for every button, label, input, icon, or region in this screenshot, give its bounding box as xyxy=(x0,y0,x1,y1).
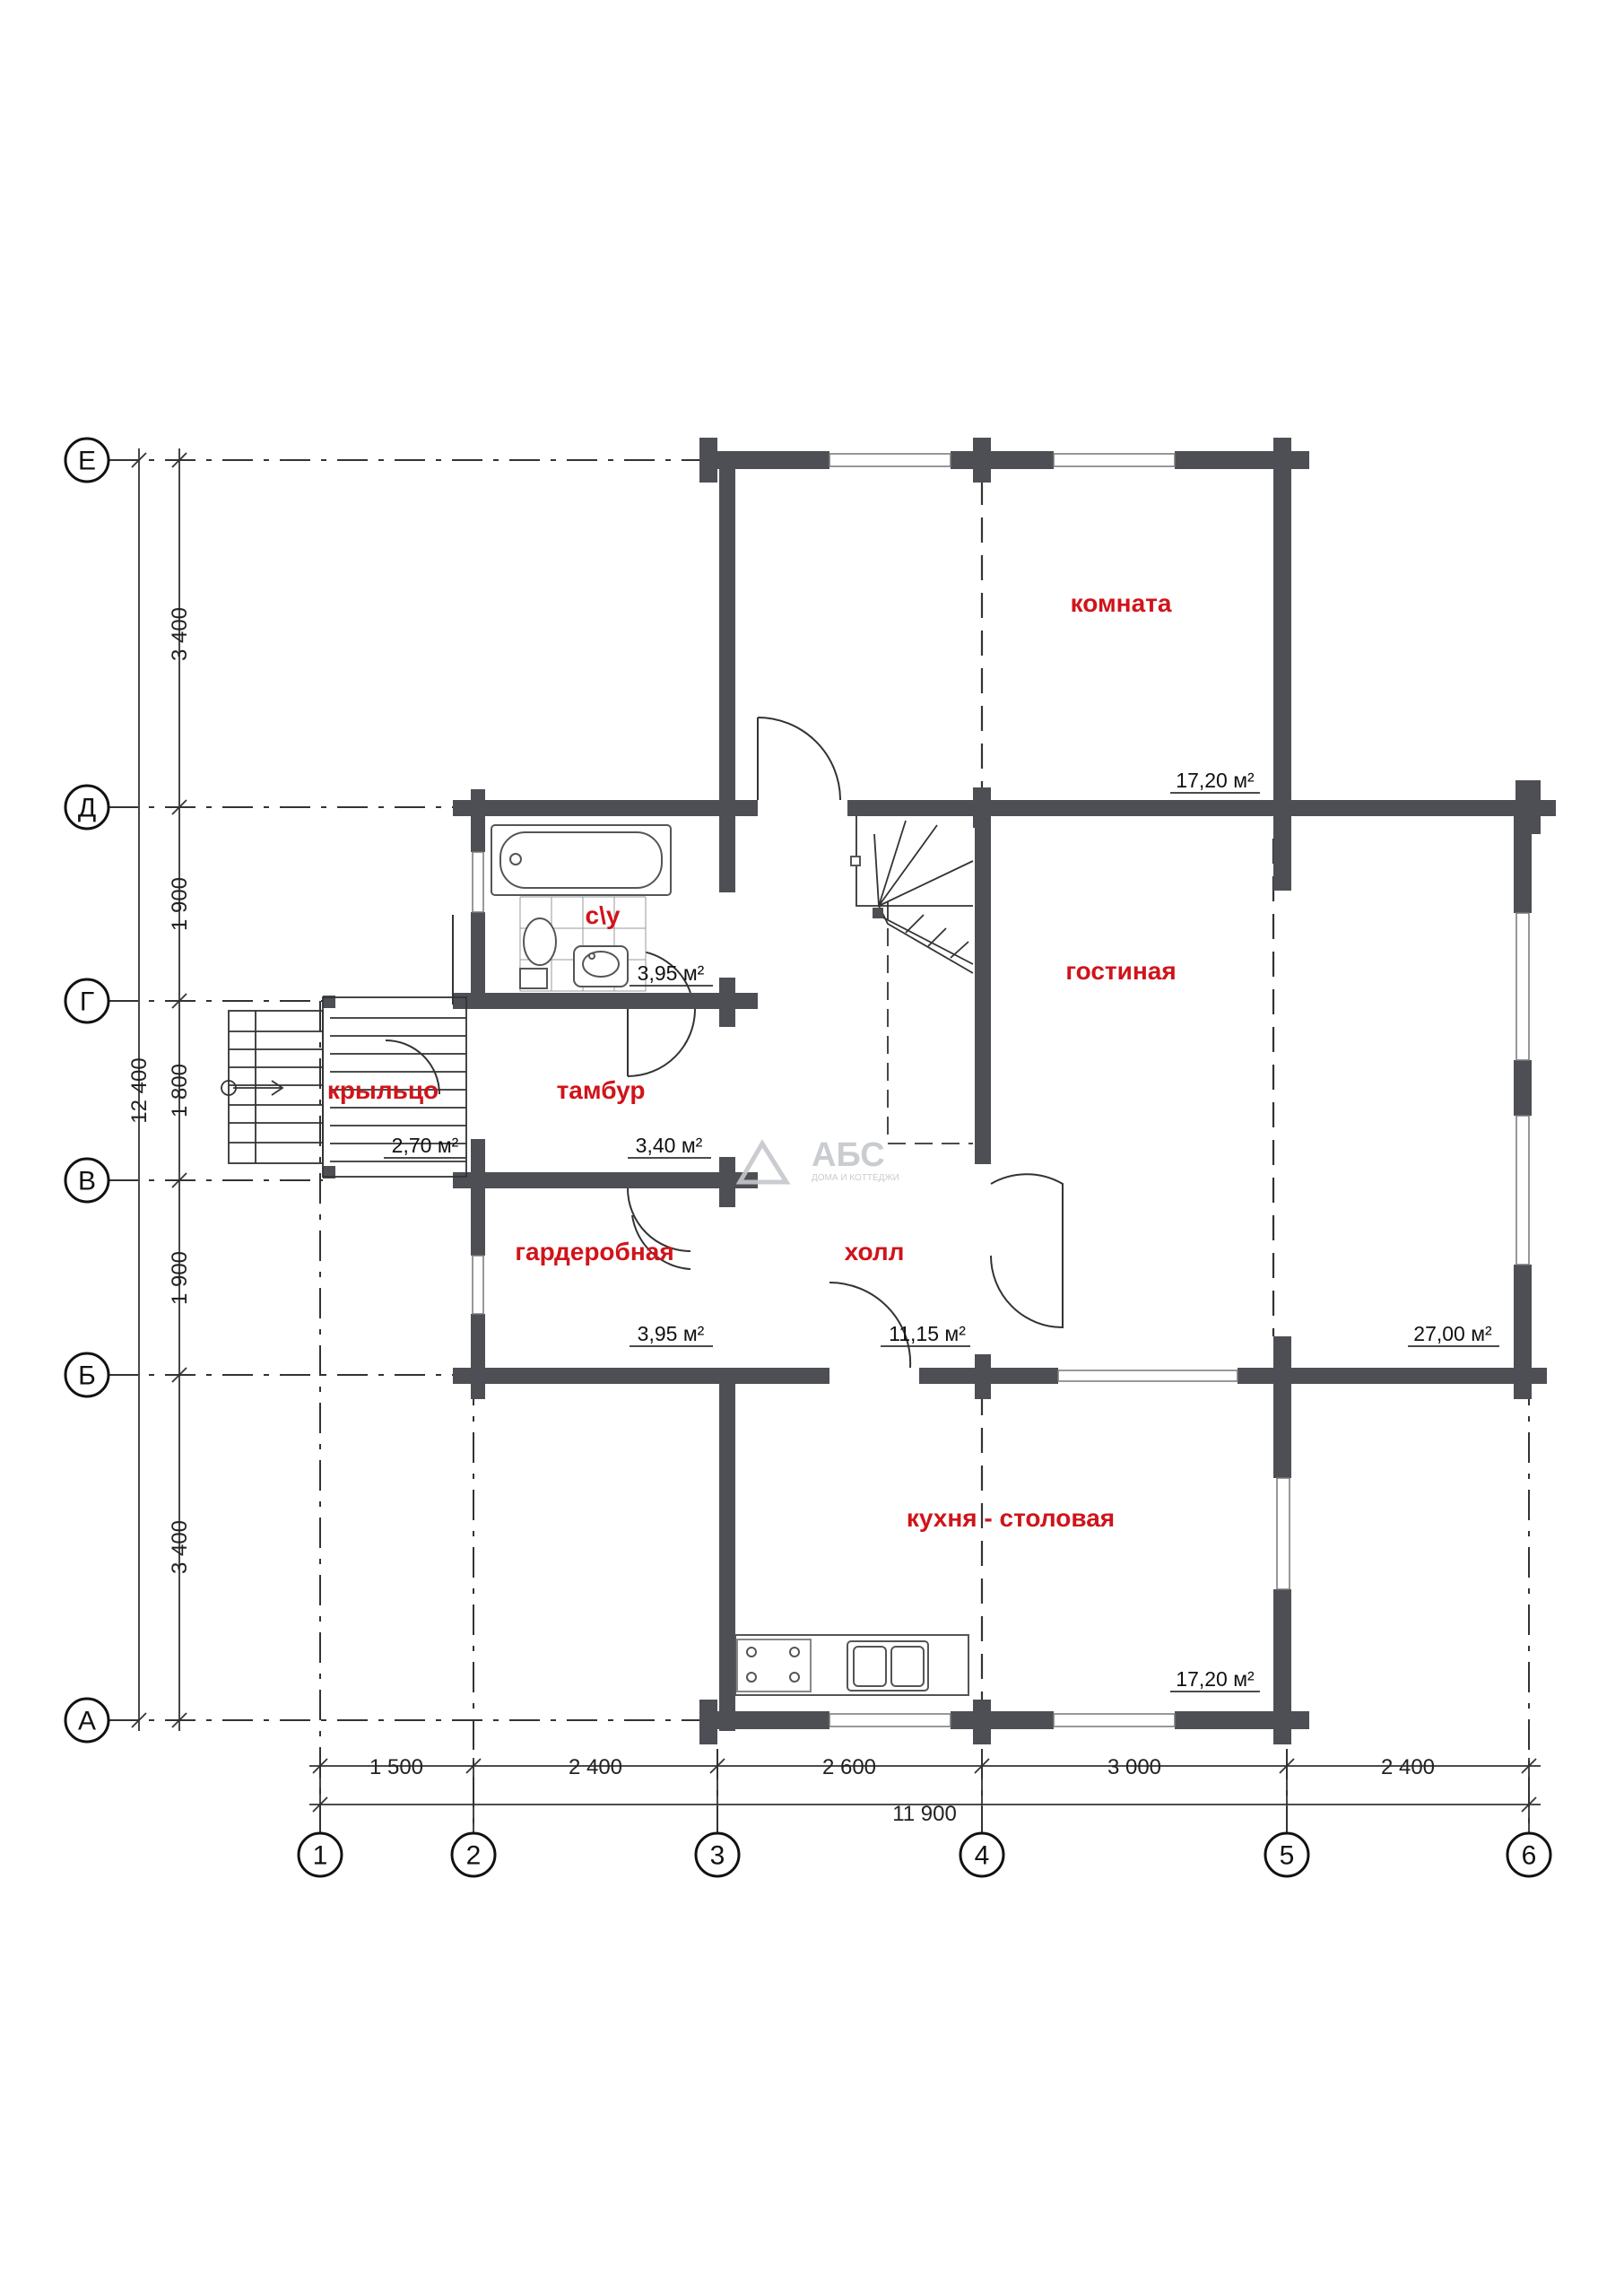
inner-dashed-lines xyxy=(887,480,1275,1700)
porch xyxy=(221,996,467,1178)
axis-marker-V: В xyxy=(64,1157,110,1204)
axis-marker-5: 5 xyxy=(1264,1758,1310,1878)
axis-marker-1: 1 xyxy=(297,1758,343,1878)
room-labels: комната 17,20 м² гостиная 27,00 м² с\у 3… xyxy=(327,589,1499,1692)
axis-label: 4 xyxy=(975,1841,990,1871)
dimension-left: 3 400 1 900 1 800 1 900 3 400 12 400 xyxy=(127,448,192,1731)
axis-label: 6 xyxy=(1522,1841,1537,1871)
room-area-gostinaya: 27,00 м² xyxy=(1413,1322,1492,1345)
dim-bottom-4: 3 000 xyxy=(1107,1755,1161,1779)
room-area-tambur: 3,40 м² xyxy=(636,1134,703,1157)
axis-label: Б xyxy=(78,1361,96,1391)
axis-marker-G: Г xyxy=(64,978,110,1024)
windows xyxy=(472,453,1530,1727)
room-area-komnata: 17,20 м² xyxy=(1176,769,1255,792)
axis-label: 2 xyxy=(466,1841,482,1871)
logo-tagline: ДОМА И КОТТЕДЖИ xyxy=(812,1173,899,1183)
logo-name: АБС xyxy=(812,1136,885,1174)
room-area-garderobnaya: 3,95 м² xyxy=(638,1322,705,1345)
room-name-holl: холл xyxy=(845,1238,905,1265)
logo-triangle-icon xyxy=(735,1139,791,1185)
axis-label: Е xyxy=(78,447,96,476)
room-area-kuhnya: 17,20 м² xyxy=(1176,1667,1255,1691)
room-name-komnata: комната xyxy=(1071,589,1172,617)
axis-label: Д xyxy=(78,794,96,823)
room-area-holl: 11,15 м² xyxy=(889,1322,966,1345)
dim-bottom-2: 2 400 xyxy=(569,1755,622,1779)
axis-label: 1 xyxy=(313,1841,328,1871)
room-name-garderobnaya: гардеробная xyxy=(515,1238,673,1265)
kitchen-fixtures xyxy=(734,1634,969,1696)
axis-label: А xyxy=(78,1707,96,1736)
dim-bottom-total: 11 900 xyxy=(892,1802,957,1826)
axis-label: В xyxy=(78,1167,96,1196)
watermark-logo: АБС ДОМА И КОТТЕДЖИ xyxy=(735,1136,899,1185)
axis-label: 5 xyxy=(1280,1841,1295,1871)
axis-marker-6: 6 xyxy=(1506,1758,1552,1878)
dim-left-total: 12 400 xyxy=(127,1057,152,1123)
room-name-su: с\у xyxy=(586,901,621,929)
dim-left-3: 1 800 xyxy=(168,1064,192,1118)
axis-marker-A: А xyxy=(64,1697,110,1744)
axis-marker-D: Д xyxy=(64,784,110,831)
axis-marker-3: 3 xyxy=(694,1758,741,1878)
stairs xyxy=(850,816,974,974)
axis-marker-B: Б xyxy=(64,1352,110,1398)
axis-label: Г xyxy=(80,987,94,1017)
bathroom-fixtures xyxy=(491,824,672,992)
dim-bottom-5: 2 400 xyxy=(1381,1755,1435,1779)
room-name-kryltso: крыльцо xyxy=(327,1076,439,1104)
axis-label: 3 xyxy=(710,1841,725,1871)
dim-bottom-3: 2 600 xyxy=(822,1755,876,1779)
room-area-kryltso: 2,70 м² xyxy=(392,1134,459,1157)
room-name-kuhnya: кухня - столовая xyxy=(907,1504,1115,1532)
room-name-gostinaya: гостиная xyxy=(1065,957,1176,985)
room-name-tambur: тамбур xyxy=(557,1076,646,1104)
dimension-bottom: 1 500 2 400 2 600 3 000 2 400 11 900 xyxy=(309,1755,1541,1826)
dim-left-1: 3 400 xyxy=(168,607,192,661)
room-area-su: 3,95 м² xyxy=(638,961,705,985)
dim-left-2: 1 900 xyxy=(168,877,192,931)
axis-marker-4: 4 xyxy=(959,1758,1005,1878)
dim-left-5: 3 400 xyxy=(168,1520,192,1574)
axis-marker-E: Е xyxy=(64,437,110,483)
dim-bottom-1: 1 500 xyxy=(369,1755,423,1779)
dim-left-4: 1 900 xyxy=(168,1251,192,1305)
walls xyxy=(323,438,1556,1744)
axis-marker-2: 2 xyxy=(450,1758,497,1878)
axis-markers: Е Д Г В Б А 1 2 xyxy=(64,437,1552,1878)
